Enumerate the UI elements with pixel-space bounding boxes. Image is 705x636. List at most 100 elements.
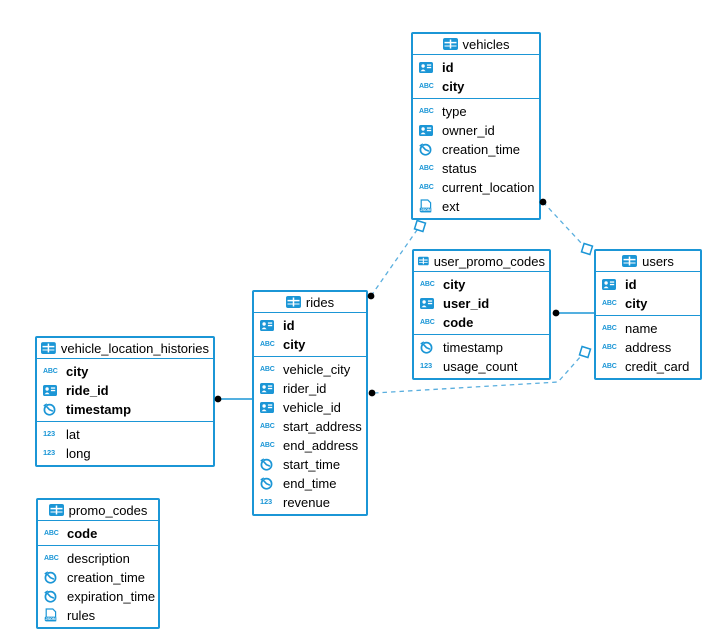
column-row-start_time[interactable]: start_time bbox=[254, 455, 366, 474]
column-row-user_id[interactable]: user_id bbox=[414, 294, 549, 313]
column-row-city[interactable]: ABC city bbox=[37, 362, 213, 381]
relation-line-rides-vehicles[interactable] bbox=[370, 229, 418, 297]
column-row-current_location[interactable]: ABC current_location bbox=[413, 178, 539, 197]
text-type-icon: ABC bbox=[602, 343, 617, 351]
column-name-label: status bbox=[442, 160, 477, 176]
uuid-icon bbox=[419, 124, 433, 136]
text-type-icon: ABC bbox=[419, 183, 434, 191]
uuid-icon bbox=[420, 297, 434, 309]
column-row-end_time[interactable]: end_time bbox=[254, 474, 366, 493]
relation-line-vehicles-users[interactable] bbox=[542, 201, 584, 246]
table-header-promo_codes[interactable]: promo_codes bbox=[38, 500, 158, 521]
column-row-id[interactable]: id bbox=[596, 275, 700, 294]
timestamp-icon bbox=[43, 402, 56, 416]
relation-diamond-end bbox=[413, 219, 427, 233]
text-type-icon: ABC bbox=[419, 107, 434, 115]
table-icon bbox=[41, 342, 56, 354]
column-row-id[interactable]: id bbox=[254, 316, 366, 335]
table-header-rides[interactable]: rides bbox=[254, 292, 366, 313]
column-row-id[interactable]: id bbox=[413, 58, 539, 77]
column-name-label: ride_id bbox=[66, 382, 109, 398]
uuid-icon bbox=[260, 382, 274, 394]
column-row-expiration_time[interactable]: expiration_time bbox=[38, 587, 158, 606]
table-header-users[interactable]: users bbox=[596, 251, 700, 272]
relation-line-rides-users[interactable] bbox=[373, 355, 582, 394]
column-row-creation_time[interactable]: creation_time bbox=[38, 568, 158, 587]
column-name-label: id bbox=[625, 276, 637, 292]
table-header-vehicles[interactable]: vehicles bbox=[413, 34, 539, 55]
column-row-creation_time[interactable]: creation_time bbox=[413, 140, 539, 159]
text-type-icon: ABC bbox=[43, 367, 58, 375]
column-name-label: revenue bbox=[283, 494, 330, 510]
json-icon: JSON bbox=[419, 199, 432, 213]
svg-text:JSON: JSON bbox=[420, 208, 431, 212]
timestamp-icon bbox=[420, 340, 433, 354]
number-type-icon: 123 bbox=[43, 429, 55, 439]
column-name-label: city bbox=[442, 78, 465, 94]
uuid-icon bbox=[260, 401, 274, 413]
column-row-timestamp[interactable]: timestamp bbox=[414, 338, 549, 357]
column-name-label: city bbox=[66, 363, 89, 379]
column-row-lat[interactable]: 123 lat bbox=[37, 425, 213, 444]
column-row-vehicle_id[interactable]: vehicle_id bbox=[254, 398, 366, 417]
timestamp-icon bbox=[260, 476, 273, 490]
timestamp-icon bbox=[260, 457, 273, 471]
table-header-user_promo_codes[interactable]: user_promo_codes bbox=[414, 251, 549, 272]
table-title: vehicle_location_histories bbox=[60, 340, 209, 356]
column-name-label: current_location bbox=[442, 179, 535, 195]
timestamp-icon bbox=[419, 142, 432, 156]
column-row-ride_id[interactable]: ride_id bbox=[37, 381, 213, 400]
column-name-label: lat bbox=[66, 426, 80, 442]
column-name-label: city bbox=[283, 336, 306, 352]
column-name-label: owner_id bbox=[442, 122, 495, 138]
json-icon: JSON bbox=[44, 608, 57, 622]
column-row-owner_id[interactable]: owner_id bbox=[413, 121, 539, 140]
column-name-label: start_time bbox=[283, 456, 341, 472]
column-row-status[interactable]: ABC status bbox=[413, 159, 539, 178]
column-name-label: type bbox=[442, 103, 467, 119]
text-type-icon: ABC bbox=[419, 164, 434, 172]
column-name-label: long bbox=[66, 445, 91, 461]
svg-text:JSON: JSON bbox=[45, 617, 56, 621]
text-type-icon: ABC bbox=[602, 324, 617, 332]
column-row-rider_id[interactable]: rider_id bbox=[254, 379, 366, 398]
column-row-type[interactable]: ABC type bbox=[413, 102, 539, 121]
column-name-label: code bbox=[67, 525, 98, 541]
table-title: vehicles bbox=[462, 36, 510, 52]
column-row-timestamp[interactable]: timestamp bbox=[37, 400, 213, 419]
table-header-vehicle_location_histories[interactable]: vehicle_location_histories bbox=[37, 338, 213, 359]
timestamp-icon bbox=[44, 570, 57, 584]
table-title: promo_codes bbox=[68, 502, 148, 518]
uuid-icon bbox=[260, 319, 274, 331]
